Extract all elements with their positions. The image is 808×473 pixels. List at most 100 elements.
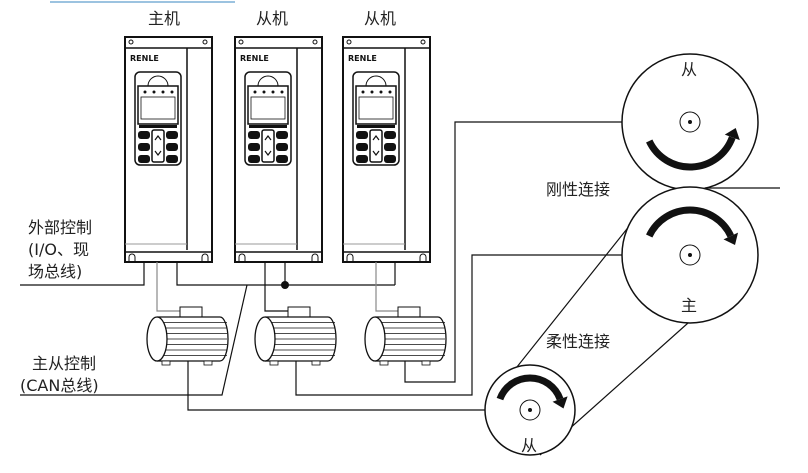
control-bus-wire	[176, 262, 395, 286]
brand-logo: RENLE	[240, 54, 269, 63]
keypad-band	[249, 125, 287, 128]
mount-slot-icon	[128, 253, 209, 262]
brand-logo: RENLE	[130, 54, 159, 63]
terminal-box	[179, 306, 203, 318]
up-down-arrow-icon	[372, 135, 380, 156]
status-led-icon	[280, 90, 284, 94]
status-led-icon	[253, 90, 257, 94]
mount-hole-icon	[128, 39, 134, 45]
motor	[254, 306, 337, 366]
status-led-icon	[361, 90, 365, 94]
mount-hole-icon	[238, 39, 244, 45]
motor-end	[254, 316, 276, 362]
motor	[364, 306, 447, 366]
keypad-button	[138, 131, 150, 139]
rigid-connection-label: 刚性连接	[546, 180, 611, 199]
keypad-button	[248, 131, 260, 139]
keypad-button	[356, 131, 368, 139]
rotation-arrow-icon	[724, 127, 740, 141]
rotation-bottom-arc	[496, 374, 564, 401]
arrow-keys	[151, 129, 165, 163]
roller-center	[688, 120, 692, 124]
keypad-button	[166, 131, 178, 139]
can-control-label-1: 主从控制	[32, 354, 97, 373]
keypad-button	[248, 155, 260, 163]
can-bus-wire	[20, 284, 248, 396]
status-led-icon	[262, 90, 266, 94]
mount-hole-icon	[346, 39, 352, 45]
status-led-icon	[379, 90, 383, 94]
keypad-button	[356, 143, 368, 151]
roller-label-main: 主	[681, 296, 698, 315]
arrow-keys	[261, 129, 275, 163]
keypad-button	[356, 155, 368, 163]
mount-hole-icon	[420, 39, 426, 45]
motor-foot	[421, 360, 431, 366]
slave2-motor-wire	[375, 262, 398, 312]
rotation-main-arc	[646, 206, 734, 238]
keypad-button	[276, 131, 288, 139]
keypad-button	[138, 155, 150, 163]
status-led-icon	[170, 90, 174, 94]
display-screen	[358, 96, 394, 120]
can-control-label-2: (CAN总线)	[20, 376, 99, 395]
mount-hole-icon	[312, 39, 318, 45]
rotation-top-arc	[646, 136, 736, 171]
motor-foot	[161, 360, 171, 366]
keypad-button	[248, 143, 260, 151]
external-control-wire	[20, 262, 145, 286]
flexible-connection-label: 柔性连接	[546, 332, 611, 351]
mount-slot-icon	[346, 253, 427, 262]
slave1-motor-wire	[264, 262, 288, 312]
status-led-icon	[370, 90, 374, 94]
belt-line	[496, 199, 651, 393]
roller-center	[688, 253, 692, 257]
keypad-button	[384, 143, 396, 151]
terminal-box	[287, 306, 311, 318]
keypad-band	[139, 125, 177, 128]
up-down-arrow-icon	[264, 135, 272, 156]
up-down-arrow-icon	[154, 135, 162, 156]
motor-foot	[203, 360, 213, 366]
keypad-notch	[365, 75, 387, 87]
status-led-icon	[388, 90, 392, 94]
mount-hole-icon	[202, 39, 208, 45]
keypad-button	[276, 155, 288, 163]
drive-unit: RENLE	[234, 36, 323, 263]
keypad-button	[138, 143, 150, 151]
roller-center	[528, 408, 532, 412]
keypad-button	[384, 131, 396, 139]
motor	[146, 306, 229, 366]
drive-unit: RENLE	[342, 36, 431, 263]
drive-label-slave-1: 从机	[256, 9, 289, 28]
terminal-box	[397, 306, 421, 318]
motor-end	[364, 316, 386, 362]
display-screen	[140, 96, 176, 120]
keypad-button	[276, 143, 288, 151]
keypad-button	[166, 155, 178, 163]
drive-label-master: 主机	[148, 9, 181, 28]
display-screen	[250, 96, 286, 120]
motor2-shaft-line	[295, 254, 688, 396]
status-led-icon	[143, 90, 147, 94]
keypad-band	[357, 125, 395, 128]
arrow-keys	[369, 129, 383, 163]
motor-end	[146, 316, 168, 362]
external-control-label-3: 场总线)	[28, 262, 83, 281]
motor3-shaft-line	[404, 121, 688, 383]
keypad-notch	[147, 75, 169, 87]
roller-label-top: 从	[681, 60, 698, 79]
brand-logo: RENLE	[348, 54, 377, 63]
motor-foot	[269, 360, 279, 366]
keypad-notch	[257, 75, 279, 87]
rotation-arrow-icon	[723, 232, 739, 246]
motor1-shaft-line	[187, 361, 520, 411]
status-led-icon	[161, 90, 165, 94]
motor-foot	[311, 360, 321, 366]
status-led-icon	[152, 90, 156, 94]
status-led-icon	[271, 90, 275, 94]
keypad-button	[166, 143, 178, 151]
drive-unit: RENLE	[124, 36, 213, 263]
